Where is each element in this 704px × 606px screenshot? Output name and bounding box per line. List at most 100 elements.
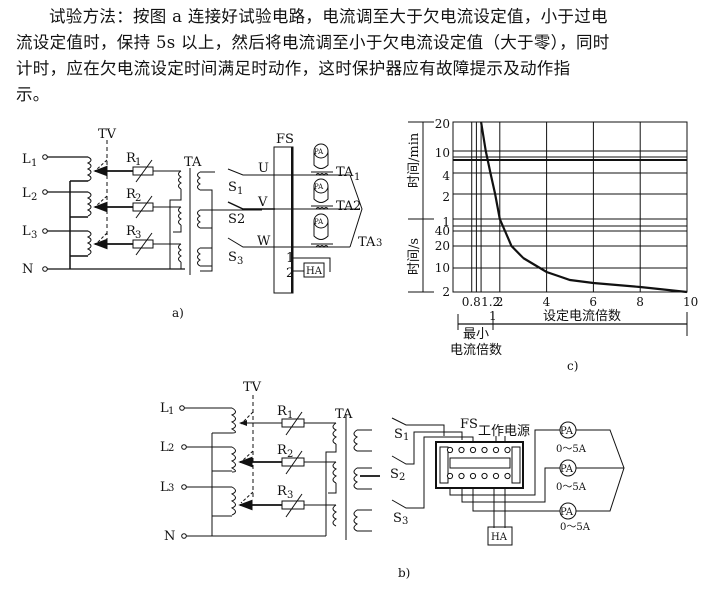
svg-text:L: L: [160, 401, 169, 416]
paragraph-line-1: 试验方法：按图 a 连接好试验电路，电流调至大于欠电流设定值，小于过电: [49, 7, 608, 26]
svg-text:R: R: [126, 224, 137, 239]
switch-s2: S 2: [227, 201, 275, 227]
switch-b-s3: S 3: [391, 436, 474, 527]
svg-text:S: S: [393, 511, 402, 526]
meter-pa-2: PA TA 2: [311, 178, 361, 214]
svg-text:N: N: [164, 529, 175, 544]
svg-text:S: S: [394, 427, 403, 442]
resistor-b-r1: R 1: [277, 404, 305, 436]
svg-text:R: R: [277, 484, 288, 499]
svg-text:R: R: [277, 443, 288, 458]
x-tick-label: 6: [589, 295, 597, 309]
y-axis-brackets: [408, 121, 434, 293]
x-label-left-1: 最小: [463, 327, 489, 342]
switch-b-s1: S 1: [391, 417, 445, 443]
tv-autotransformer: TV: [86, 127, 117, 256]
svg-text:U: U: [258, 161, 269, 176]
svg-text:2: 2: [286, 266, 294, 281]
x-tick-extra: 1: [489, 309, 497, 323]
svg-text:1: 1: [168, 406, 174, 417]
svg-text:S: S: [228, 250, 237, 265]
fs-terminal: [469, 472, 477, 480]
x-tick-label: 4: [543, 295, 551, 309]
fs-terminal: [504, 472, 511, 480]
resistor-r2: R 2: [126, 187, 154, 219]
svg-text:N: N: [22, 262, 33, 277]
resistor-b-r2: R 2: [277, 443, 305, 475]
svg-text:3: 3: [135, 230, 141, 241]
svg-text:HA: HA: [306, 266, 323, 277]
svg-text:0～5A: 0～5A: [556, 482, 587, 493]
ta-b-transformer: TA: [325, 407, 380, 540]
alarm-b-ha: HA: [487, 526, 513, 546]
svg-text:1: 1: [286, 251, 294, 266]
svg-text:3: 3: [402, 516, 408, 527]
svg-text:1: 1: [237, 186, 243, 197]
svg-text:TA: TA: [358, 235, 376, 250]
svg-text:2: 2: [237, 212, 245, 227]
ta-transformer: TA: [169, 155, 262, 275]
fs-terminal: [446, 446, 454, 454]
y-tick-label-min: 1: [442, 215, 450, 229]
instruction-paragraph: 试验方法：按图 a 连接好试验电路，电流调至大于欠电流设定值，小于过电 流设定值…: [16, 4, 696, 108]
svg-text:1: 1: [31, 158, 37, 169]
svg-text:FS: FS: [460, 417, 478, 432]
svg-text:3: 3: [237, 256, 243, 267]
svg-text:TA: TA: [336, 199, 354, 214]
svg-text:PA: PA: [560, 507, 574, 518]
fs-terminal: [469, 446, 477, 454]
input-l2: L 2: [22, 186, 48, 203]
y-tick-label-min: 20: [435, 117, 450, 131]
fs-b-protector: FS 工作电源: [435, 417, 530, 489]
svg-text:FS: FS: [276, 132, 294, 147]
y-tick-label-min: 10: [435, 146, 450, 160]
x-axis-brackets: [457, 312, 688, 336]
svg-text:S: S: [228, 212, 237, 227]
y-label-lower: 时间/s: [407, 238, 422, 275]
paragraph-line-4: 示。: [16, 85, 50, 104]
svg-text:2: 2: [168, 443, 174, 454]
svg-text:PA: PA: [560, 464, 574, 475]
input-n: N: [22, 262, 48, 277]
x-tick-label: 10: [683, 295, 698, 309]
svg-text:HA: HA: [491, 532, 508, 543]
fs-terminals-top: [446, 446, 511, 454]
svg-text:0～5A: 0～5A: [560, 522, 591, 533]
svg-text:工作电源: 工作电源: [478, 424, 530, 439]
svg-text:3: 3: [287, 490, 293, 501]
input-l3: L 3: [22, 224, 48, 241]
y-tick-label-s: 20: [435, 239, 450, 253]
x-tick-label: 2: [496, 295, 504, 309]
input-b-n: N: [164, 529, 187, 544]
svg-text:2: 2: [287, 449, 293, 460]
svg-text:2: 2: [31, 192, 37, 203]
alarm-ha: HA: [293, 257, 331, 278]
plot-frame: [452, 121, 688, 293]
x-tick-label: 8: [636, 295, 644, 309]
switch-b-s2: S 2: [390, 431, 463, 483]
y-tick-label-min: 2: [442, 190, 450, 204]
x-axis-label: 设定电流倍数: [543, 309, 621, 324]
fs-terminal: [481, 446, 488, 454]
svg-text:2: 2: [399, 472, 405, 483]
svg-text:1: 1: [354, 172, 360, 183]
svg-text:S: S: [228, 180, 237, 195]
fs-terminal: [504, 446, 511, 454]
x-tick-label: 0.8: [462, 295, 481, 309]
svg-text:TA: TA: [335, 407, 353, 422]
fs-terminal: [492, 446, 500, 454]
meter-b-pa-3: PA 0～5A: [559, 502, 591, 533]
x-label-left-2: 电流倍数: [450, 343, 502, 358]
svg-text:1: 1: [287, 410, 293, 421]
input-l1: L 1: [22, 152, 48, 169]
fs-terminal: [458, 472, 465, 480]
input-b-l1: L 1: [160, 401, 185, 417]
y-tick-label-s: 2: [442, 285, 450, 299]
svg-text:PA: PA: [560, 426, 574, 437]
y-tick-label-min: 4: [442, 169, 450, 183]
meter-pa-3: PA TA 3: [311, 213, 382, 250]
meter-b-pa-1: PA 0～5A: [556, 421, 587, 455]
y-tick-label-s: 10: [435, 261, 450, 275]
